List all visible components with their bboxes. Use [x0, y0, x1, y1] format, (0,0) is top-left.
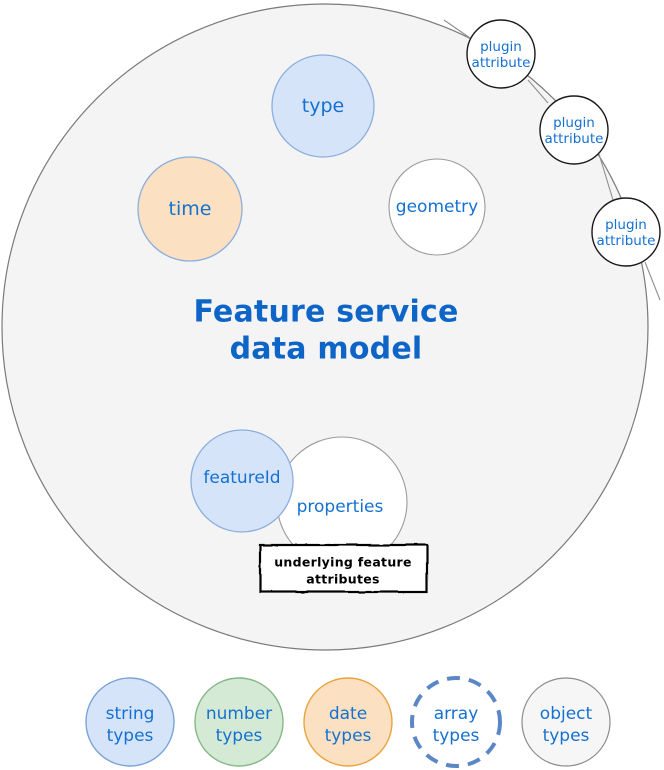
- type-legend: string types number types date types arr…: [85, 676, 611, 768]
- node-time-circle[interactable]: [137, 156, 243, 262]
- plugin-attribute-2-circle[interactable]: [539, 95, 609, 165]
- plugin-connector-4: [644, 261, 661, 301]
- plugin-attribute-3-label-line1: plugin: [605, 217, 647, 233]
- legend-string-types-label-line1: string: [106, 704, 155, 724]
- plugin-attribute-1-circle[interactable]: [466, 19, 536, 89]
- plugin-connector-lines: [443, 19, 661, 301]
- legend-string-types-label-line2: types: [107, 726, 154, 746]
- legend-object-types-label-line2: types: [543, 726, 590, 746]
- node-featureid-label: featureId: [203, 468, 280, 488]
- plugin-attribute-1-label-line1: plugin: [480, 39, 522, 55]
- legend-object-types-circle[interactable]: [521, 677, 611, 767]
- legend-date-types-circle[interactable]: [303, 677, 393, 767]
- underlying-feature-attributes-box[interactable]: underlying feature attributes: [258, 543, 429, 594]
- legend-array-types-label-line1: array: [434, 704, 479, 724]
- legend-number-types-circle[interactable]: [194, 677, 284, 767]
- node-properties-label: properties: [297, 497, 384, 517]
- legend-object-types-label-line1: object: [540, 704, 593, 724]
- plugin-connector-1: [443, 19, 471, 39]
- sketch-box-label-line2: attributes: [306, 572, 380, 587]
- node-featureid-circle[interactable]: [190, 429, 294, 533]
- node-type-circle[interactable]: [271, 54, 375, 158]
- legend-date-types-label-line1: date: [329, 704, 367, 724]
- node-type-label: type: [302, 95, 344, 117]
- plugin-attribute-2-label-line2: attribute: [545, 131, 604, 147]
- legend-array-types-circle[interactable]: [410, 676, 502, 768]
- plugin-attribute-3-circle[interactable]: [591, 197, 661, 267]
- plugin-connector-3: [598, 153, 614, 201]
- title-line-1: Feature service: [193, 295, 458, 330]
- node-geometry-circle[interactable]: [388, 158, 486, 256]
- plugin-attribute-1-label-line2: attribute: [472, 55, 531, 71]
- plugin-attribute-3-label-line2: attribute: [597, 233, 656, 249]
- inner-nodes: type time geometry properties featureId: [137, 54, 486, 568]
- legend-string-types-circle[interactable]: [85, 677, 175, 767]
- legend-number-types-label-line2: types: [216, 726, 263, 746]
- sketch-box-label-line1: underlying feature: [274, 555, 412, 570]
- node-time-label: time: [169, 198, 212, 220]
- legend-date-types-label-line2: types: [325, 726, 372, 746]
- title-line-2: data model: [230, 332, 423, 367]
- plugin-attribute-2-label-line1: plugin: [553, 115, 595, 131]
- legend-number-types-label-line1: number: [206, 704, 272, 724]
- legend-array-types-label-line2: types: [433, 726, 480, 746]
- plugin-connector-2: [527, 79, 549, 104]
- node-geometry-label: geometry: [396, 197, 478, 217]
- sketch-box-outline: [258, 543, 429, 594]
- page-title: Feature service data model: [193, 295, 458, 367]
- plugin-attribute-nodes: plugin attribute plugin attribute plugin…: [466, 19, 661, 267]
